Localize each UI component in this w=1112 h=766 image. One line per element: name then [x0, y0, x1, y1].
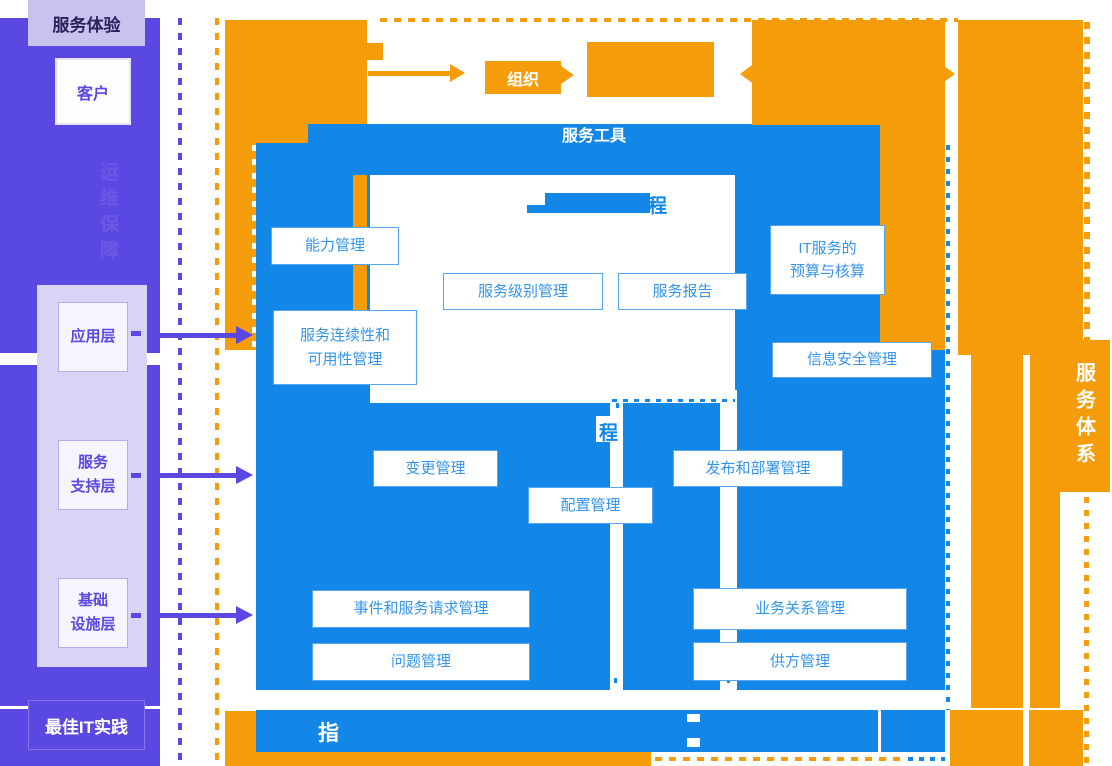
- service-tools-title: 服务工具: [308, 124, 880, 145]
- flow-arrow-line: [368, 71, 450, 76]
- bottom-orange-dashes: [655, 757, 905, 761]
- change-label: 变更管理: [405, 459, 466, 477]
- problem-label: 问题管理: [390, 653, 451, 671]
- flow-chevron-icon: [561, 66, 574, 84]
- sidebar-watermark: 运维保障: [97, 162, 118, 266]
- delivery-title-bar: [545, 193, 650, 213]
- customer-label: 客户: [76, 85, 109, 103]
- release-label: 发布和部署管理: [705, 459, 811, 477]
- process-box-business-relationship: 业务关系管理: [693, 588, 907, 630]
- top-dashed-line: [380, 18, 958, 22]
- customer-box: 客户: [55, 58, 131, 125]
- process-box-service-report: 服务报告: [618, 273, 747, 310]
- double-arrow-left-icon: [740, 63, 755, 85]
- process-box-security: 信息安全管理: [772, 342, 932, 378]
- blue-dotted-divider: [946, 145, 950, 710]
- process-box-budget: IT服务的 预算与核算: [770, 225, 885, 295]
- orange-dashed-divider: [215, 18, 219, 766]
- service-system-label: 服务体系: [1072, 362, 1095, 470]
- strip1-bottom-dots: [614, 678, 617, 690]
- bottom-bar-seam: [878, 710, 881, 752]
- process-box-capability: 能力管理: [271, 227, 399, 265]
- organization-box: 组织: [485, 61, 561, 94]
- right-column-lower-b: [1030, 355, 1060, 708]
- layer-application-label: 应用层: [70, 328, 116, 345]
- process-box-supplier: 供方管理: [693, 642, 907, 681]
- panel-left-dashed-border: [252, 145, 256, 690]
- control-fragment-patch: [596, 416, 622, 442]
- process-box-continuity: 服务连续性和 可用性管理: [273, 310, 417, 385]
- layer-box-infrastructure: 基础 设施层: [58, 578, 128, 648]
- strip1-top-dots: [616, 403, 619, 415]
- service-report-label: 服务报告: [652, 282, 713, 300]
- layer-infra-line1: 基础: [77, 592, 108, 609]
- arrow-support-head-icon: [236, 466, 253, 484]
- service-system-box: 服务体系: [1058, 340, 1110, 492]
- bottom-bar-text-fragment: 指: [318, 722, 339, 745]
- bottom-right-orange-block: [950, 710, 1083, 766]
- supplier-label: 供方管理: [769, 652, 830, 670]
- strip2-bottom-dots: [727, 678, 730, 690]
- delivery-title-fragment: 程: [648, 196, 668, 217]
- bottom-left-orange-block: [225, 711, 258, 757]
- sidebar-header-label: 服务体验: [52, 15, 121, 35]
- arrow-support-line: [147, 473, 237, 478]
- purple-dashed-divider: [178, 18, 182, 766]
- layer-infra-line2: 设施层: [70, 616, 116, 633]
- layer-support-line2: 支持层: [70, 478, 116, 495]
- flow-arrowhead-icon: [450, 64, 465, 82]
- capability-label: 能力管理: [304, 237, 365, 255]
- bottom-bar-mark-1: [687, 714, 700, 722]
- orange-block-top-mid: [587, 42, 714, 97]
- right-dotted-line: [1084, 497, 1089, 766]
- process-box-release: 发布和部署管理: [673, 450, 843, 487]
- arrow-infra-line: [147, 613, 237, 618]
- budget-line2: 预算与核算: [789, 263, 865, 280]
- orange-block-left-notch: [367, 43, 383, 60]
- control-title-fragment: 程: [599, 423, 619, 444]
- organization-label: 组织: [506, 71, 539, 89]
- process-box-service-level: 服务级别管理: [443, 273, 603, 310]
- arrow-infra-head-icon: [236, 606, 253, 624]
- service-tools-label: 服务工具: [561, 127, 626, 145]
- bottom-bar-mark-2: [687, 738, 700, 747]
- layer-box-application: 应用层: [58, 302, 128, 372]
- process-box-config: 配置管理: [528, 487, 653, 524]
- right-column-upper: [958, 20, 1083, 355]
- service-tools-header-bar: [308, 124, 880, 143]
- budget-line1: IT服务的: [798, 239, 857, 257]
- layer-box-support: 服务 支持层: [58, 440, 128, 510]
- right-column-dashed-edge: [1084, 22, 1090, 355]
- orange-block-top-right: [752, 20, 945, 125]
- double-arrow-right-icon: [940, 63, 955, 85]
- process-box-change: 变更管理: [373, 450, 498, 487]
- continuity-line2: 可用性管理: [307, 350, 383, 368]
- sidebar-footer: 最佳IT实践: [28, 700, 145, 750]
- bottom-blue-bar: [256, 710, 945, 752]
- sidebar-header: 服务体验: [28, 0, 145, 46]
- incident-label: 事件和服务请求管理: [353, 600, 489, 618]
- layer-infra-tick: [131, 613, 141, 618]
- bottom-orange-strip: [225, 752, 651, 766]
- delivery-title-step: [527, 205, 545, 213]
- layer-support-line1: 服务: [77, 454, 108, 471]
- process-box-incident: 事件和服务请求管理: [312, 590, 530, 628]
- arrow-application-head-icon: [236, 326, 253, 344]
- arrow-application-line: [147, 333, 237, 338]
- config-label: 配置管理: [560, 496, 621, 514]
- service-level-label: 服务级别管理: [477, 282, 568, 300]
- bottom-blue-dashes: [908, 757, 945, 761]
- layer-support-tick: [131, 473, 141, 478]
- vertical-strip-1: [610, 403, 623, 690]
- sidebar-footer-label: 最佳IT实践: [44, 717, 129, 737]
- gap-dashed-line: [612, 399, 735, 402]
- layer-application-tick: [131, 331, 141, 336]
- right-column-lower-a: [971, 355, 1023, 708]
- business-relationship-label: 业务关系管理: [754, 600, 845, 618]
- bottom-right-seam: [1023, 710, 1029, 766]
- process-box-problem: 问题管理: [312, 643, 530, 681]
- security-label: 信息安全管理: [806, 351, 897, 369]
- continuity-line1: 服务连续性和: [299, 327, 390, 345]
